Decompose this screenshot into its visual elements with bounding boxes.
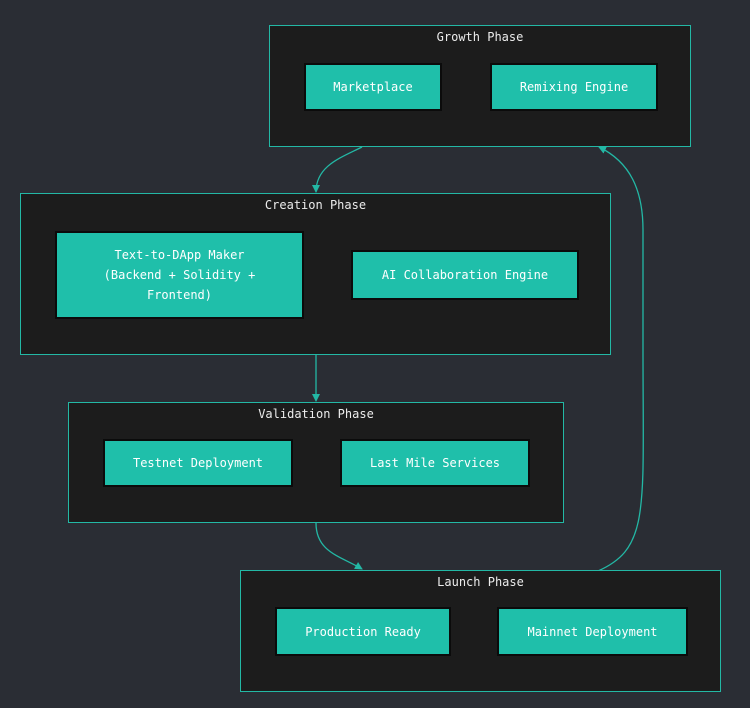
launch-phase-title: Launch Phase — [437, 575, 524, 589]
text-to-dapp-maker-node[interactable]: Text-to-DApp Maker (Backend + Solidity +… — [55, 231, 304, 319]
creation-phase-cluster: Creation Phase Text-to-DApp Maker (Backe… — [20, 193, 611, 355]
mainnet-deployment-node[interactable]: Mainnet Deployment — [497, 607, 688, 656]
growth-phase-title: Growth Phase — [436, 30, 524, 44]
edge-validation-to-launch — [315, 522, 363, 570]
validation-phase-cluster: Validation Phase Testnet Deployment Last… — [68, 402, 564, 523]
creation-phase-title: Creation Phase — [264, 198, 367, 212]
growth-phase-cluster: Growth Phase Marketplace Remixing Engine — [269, 25, 691, 147]
marketplace-node[interactable]: Marketplace — [304, 63, 442, 111]
production-ready-node[interactable]: Production Ready — [275, 607, 451, 656]
edge-growth-to-creation — [312, 146, 363, 193]
ai-collaboration-engine-node[interactable]: AI Collaboration Engine — [351, 250, 579, 300]
remixing-engine-node[interactable]: Remixing Engine — [490, 63, 658, 111]
validation-phase-title: Validation Phase — [258, 407, 374, 421]
last-mile-services-node[interactable]: Last Mile Services — [340, 439, 530, 487]
launch-phase-cluster: Launch Phase Production Ready Mainnet De… — [240, 570, 721, 692]
testnet-deployment-node[interactable]: Testnet Deployment — [103, 439, 293, 487]
